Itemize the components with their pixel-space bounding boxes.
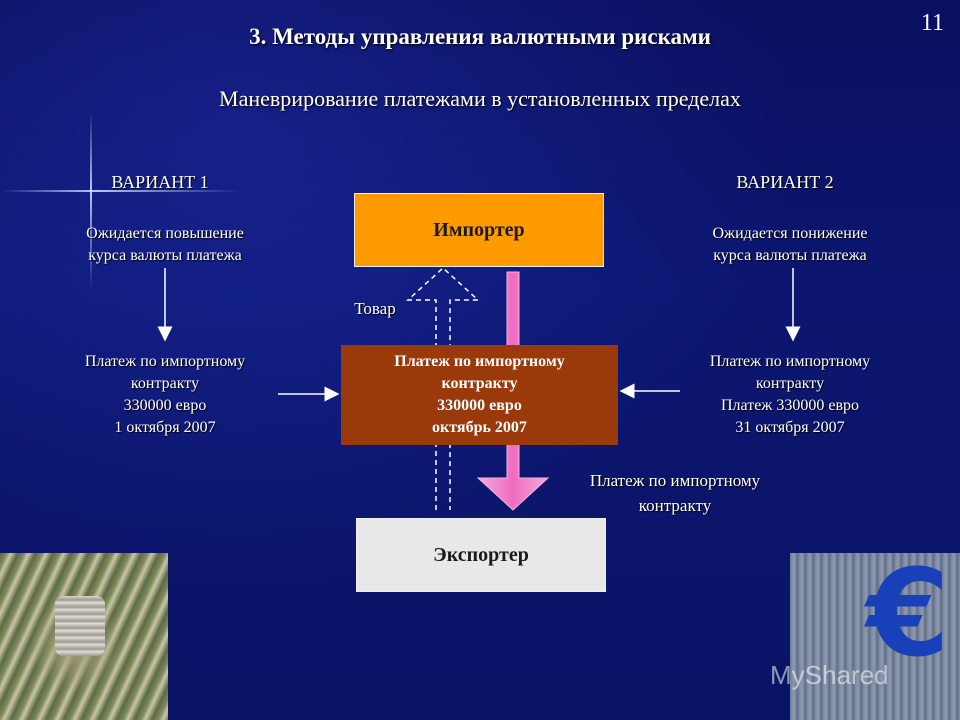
variant1-heading: ВАРИАНТ 1: [111, 172, 209, 192]
importer-box: Импортер: [354, 193, 604, 267]
light-flare-vertical: [90, 110, 92, 290]
slide-subtitle: Маневрирование платежами в установленных…: [219, 86, 741, 111]
watermark-logo: MyShared: [770, 660, 889, 690]
goods-label: Товар: [354, 299, 396, 318]
variant2-expectation: Ожидается понижение курса валюты платежа: [680, 223, 900, 267]
euro-building-photo: [790, 553, 960, 720]
variant1-payment-line4: 1 октября 2007: [114, 419, 216, 436]
slide-title: 3. Методы управления валютными рисками: [249, 24, 711, 49]
variant1-expectation-line1: Ожидается повышение: [86, 225, 244, 242]
payment-flow-label: Платеж по импортному контракту: [560, 468, 790, 518]
variant2-payment-line2: контракту: [755, 375, 825, 392]
variant1-payment-line1: Платеж по импортному: [84, 353, 246, 370]
variant1-payment-line2: контракту: [130, 375, 200, 392]
variant1-payment-line3: 330000 евро: [123, 397, 207, 414]
variant1-expectation-line2: курса валюты платежа: [88, 247, 242, 264]
variant2-payment-line4: 31 октября 2007: [735, 419, 845, 436]
variant2-payment-line1: Платеж по импортному: [709, 353, 871, 370]
goods-flow-arrow: [406, 266, 480, 510]
payment-line4: октябрь 2007: [432, 419, 527, 436]
payment-line1: Платеж по импортному: [394, 353, 565, 370]
euro-sign-icon: €: [866, 545, 950, 684]
payment-line3: 330000 евро: [437, 397, 522, 414]
importer-label: Импортер: [433, 218, 525, 241]
light-flare-horizontal: [0, 190, 240, 192]
slide-number: 11: [920, 10, 944, 36]
variant2-expectation-line2: курса валюты платежа: [713, 247, 867, 264]
payment-box: Платеж по импортному контракту 330000 ев…: [341, 345, 618, 445]
payment-line2: контракту: [441, 375, 518, 392]
coin-stack-image: [55, 596, 105, 656]
variant1-payment: Платеж по импортному контракту 330000 ев…: [45, 351, 285, 439]
variant2-payment: Платеж по импортному контракту Платеж 33…: [670, 351, 910, 439]
variant1-expectation: Ожидается повышение курса валюты платежа: [55, 223, 275, 267]
exporter-box: Экспортер: [356, 518, 606, 592]
variant2-heading: ВАРИАНТ 2: [736, 172, 834, 192]
variant2-expectation-line1: Ожидается понижение: [712, 225, 868, 242]
exporter-label: Экспортер: [433, 543, 529, 566]
payment-flow-label-line1: Платеж по импортному: [589, 471, 761, 490]
variant2-payment-line3: Платеж 330000 евро: [720, 397, 860, 414]
payment-flow-label-line2: контракту: [638, 496, 712, 515]
